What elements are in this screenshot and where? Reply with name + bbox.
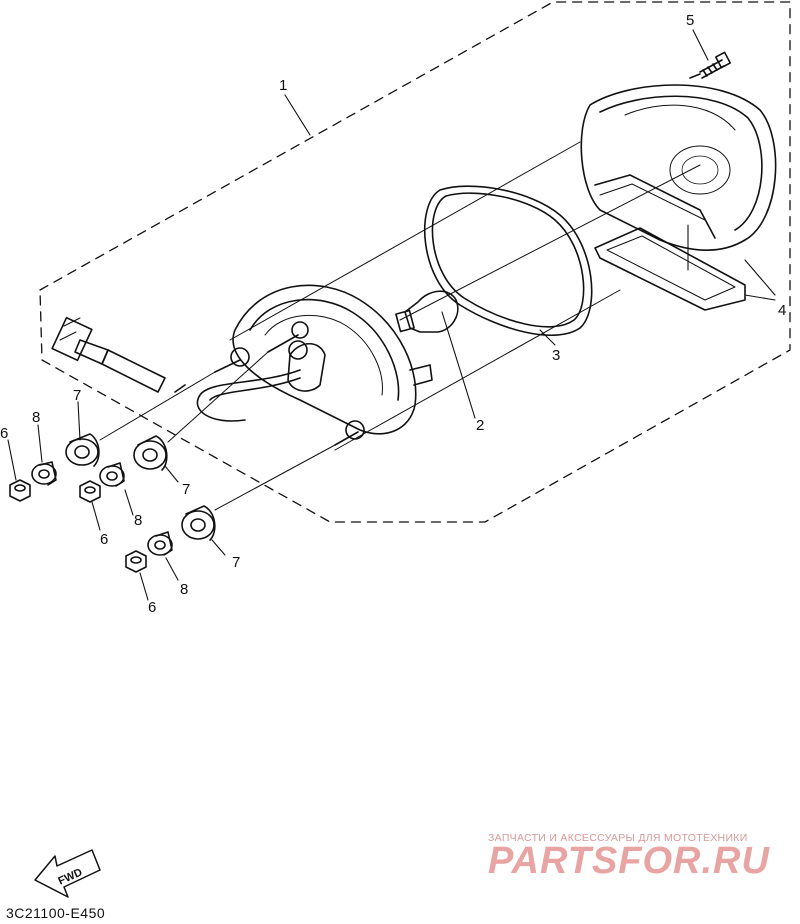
callout-leaders	[7, 29, 776, 601]
assembly-boundary	[39, 1, 791, 523]
grommet-a	[65, 433, 100, 467]
callout-grommet-b: 7	[182, 481, 190, 498]
gasket	[423, 185, 593, 336]
screw	[689, 51, 732, 79]
collar-a	[31, 461, 57, 486]
lens	[580, 84, 777, 311]
callout-collar-c: 8	[180, 581, 188, 598]
callout-screw: 5	[686, 12, 694, 29]
collar-b	[99, 462, 125, 487]
grommet-c	[181, 505, 216, 541]
nut-b	[79, 480, 101, 503]
callout-gasket: 3	[552, 347, 560, 364]
collar-c	[147, 531, 173, 556]
fwd-arrow	[34, 849, 101, 898]
grommet-b	[133, 435, 168, 471]
callout-collar-a: 8	[32, 409, 40, 426]
callout-lens: 4	[778, 302, 786, 319]
callout-bulb: 2	[476, 417, 484, 434]
watermark-logo: PARTSFOR.RU	[488, 840, 770, 882]
callout-nut-c: 6	[148, 599, 156, 616]
callout-assembly: 1	[279, 77, 287, 94]
callout-grommet-c: 7	[232, 554, 240, 571]
wire-harness	[51, 316, 301, 422]
alignment-lines	[99, 141, 701, 511]
callout-collar-b: 8	[134, 512, 142, 529]
callout-grommet-a: 7	[73, 387, 81, 404]
bulb	[395, 290, 459, 333]
nut-c	[125, 550, 147, 573]
part-code: 3C21100-E450	[6, 905, 106, 921]
callout-nut-a: 6	[0, 425, 8, 442]
watermark-tagline: ЗАПЧАСТИ И АКСЕССУАРЫ ДЛЯ МОТОТЕХНИКИ	[488, 832, 748, 844]
callout-nut-b: 6	[100, 531, 108, 548]
nut-a	[9, 479, 31, 502]
housing	[214, 284, 433, 446]
